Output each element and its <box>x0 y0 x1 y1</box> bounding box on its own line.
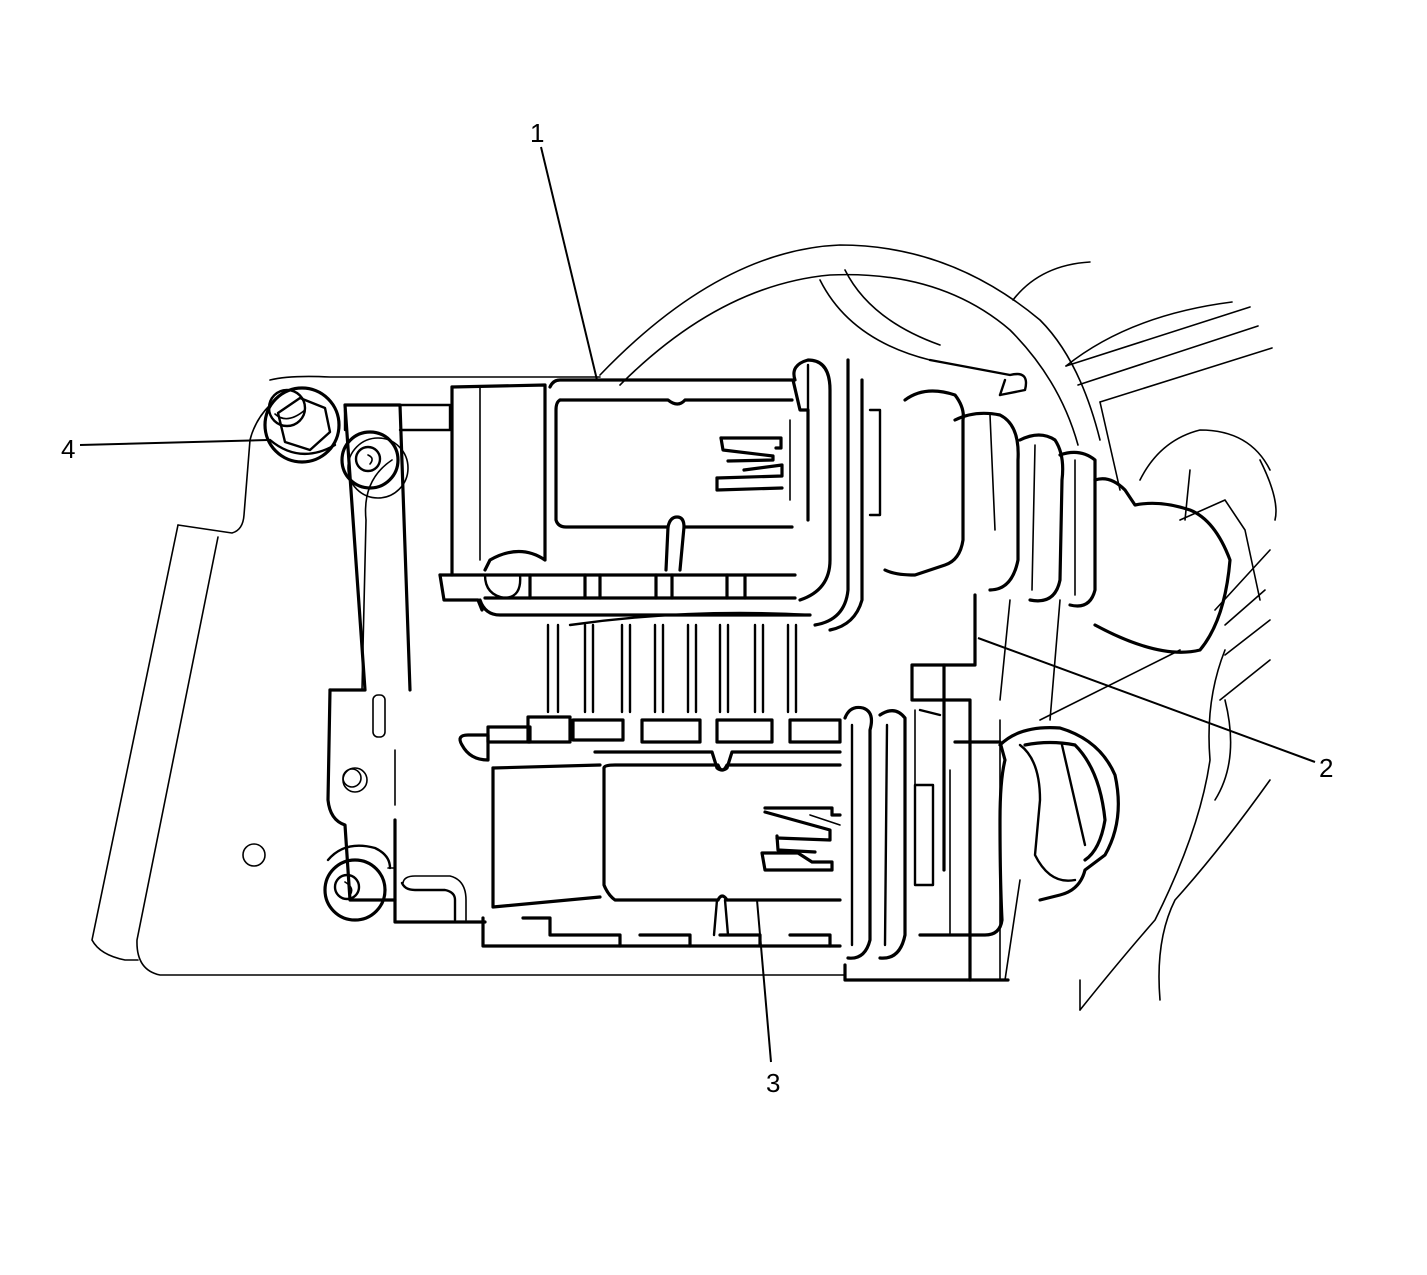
upper-connector <box>438 378 812 627</box>
lower-stud <box>323 844 396 922</box>
leader-2 <box>977 637 1316 763</box>
leader-1 <box>540 146 598 381</box>
callout-4: 4 <box>61 434 76 464</box>
lower-connector <box>458 715 842 948</box>
lower-harness-boot <box>918 726 1120 937</box>
leader-4 <box>79 439 269 446</box>
callout-1: 1 <box>530 118 545 148</box>
upper-harness-boot <box>883 358 1232 654</box>
leader-3 <box>756 899 772 1063</box>
background-harness <box>599 244 1277 1011</box>
upper-connector-seal <box>792 358 882 632</box>
mounting-bracket <box>326 403 1010 982</box>
bolt <box>263 386 341 464</box>
callout-2: 2 <box>1319 753 1334 783</box>
plate-hole <box>242 843 266 867</box>
mounting-plate <box>91 375 846 976</box>
callout-3: 3 <box>766 1068 781 1098</box>
lower-connector-seal <box>843 705 907 960</box>
upper-stud <box>340 403 452 499</box>
wires <box>546 623 798 714</box>
leader-lines <box>79 146 1316 1063</box>
